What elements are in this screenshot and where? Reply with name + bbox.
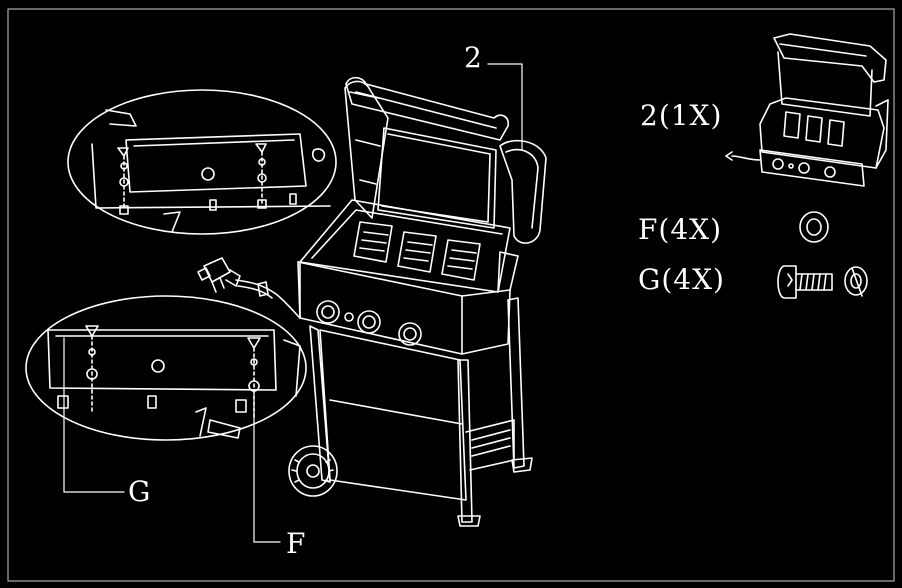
cart-leg-left xyxy=(309,325,331,483)
leader-line-g xyxy=(63,337,125,493)
leader-line-2 xyxy=(487,63,523,151)
lock-washer-icon xyxy=(844,266,868,297)
bottom-shelf xyxy=(465,419,515,471)
regulator-hose xyxy=(235,279,301,319)
burner-tents xyxy=(353,221,481,281)
wheel xyxy=(288,445,338,497)
lid-inner-panel xyxy=(377,127,497,229)
knob-left xyxy=(316,300,340,324)
parts-list-qty-2: 2(1X) xyxy=(640,99,723,132)
grill-assembly xyxy=(197,76,547,527)
regulator-icon xyxy=(197,257,269,297)
knob-right xyxy=(398,322,422,346)
frame-border xyxy=(7,8,895,582)
cart-leg-rear xyxy=(507,297,525,469)
parts-list-qty-g: G(4X) xyxy=(638,263,725,296)
firebox xyxy=(299,199,511,293)
parts-list-qty-f: F(4X) xyxy=(638,213,723,246)
lid-side-right xyxy=(499,139,547,244)
igniter-button xyxy=(344,312,354,322)
cart-cabinet xyxy=(319,329,467,501)
bolt-icon xyxy=(777,265,833,299)
detail-view-bottom xyxy=(25,295,307,441)
grill-head-part-icon xyxy=(725,33,889,187)
lid-handle xyxy=(345,76,510,141)
callout-label-2: 2 xyxy=(464,41,483,74)
washer-icon xyxy=(799,211,829,243)
cart-leg-right xyxy=(457,359,473,523)
knob-center xyxy=(357,310,381,334)
callout-label-f: F xyxy=(286,527,307,560)
callout-label-g: G xyxy=(128,475,152,508)
detail-view-top xyxy=(67,89,337,235)
leader-line-f xyxy=(253,389,281,543)
